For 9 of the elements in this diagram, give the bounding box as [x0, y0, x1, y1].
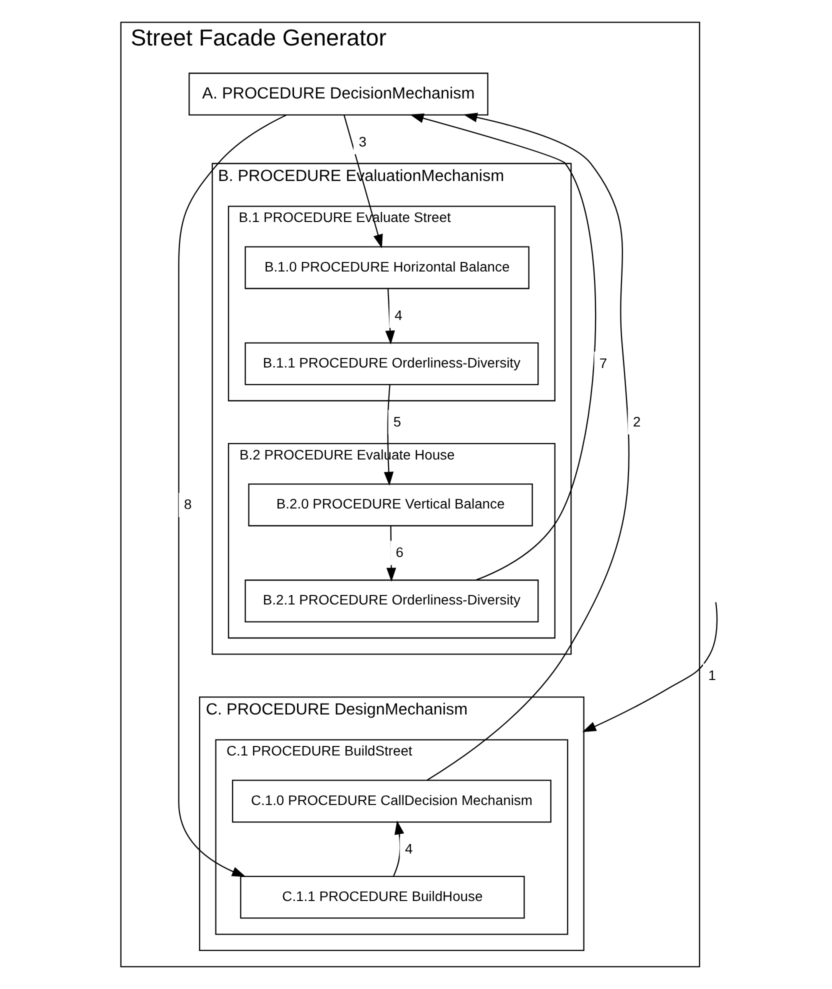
edge-label: 4: [405, 840, 413, 856]
edge-label: 1: [708, 666, 716, 683]
edge-label: 2: [632, 413, 641, 430]
edge-label: 8: [184, 496, 192, 512]
edge-label: 5: [393, 413, 402, 430]
edge-label: 3: [358, 133, 366, 150]
edge-label: 7: [599, 354, 608, 371]
edge-label: 4: [394, 306, 402, 323]
edge-label: 6: [396, 544, 404, 560]
